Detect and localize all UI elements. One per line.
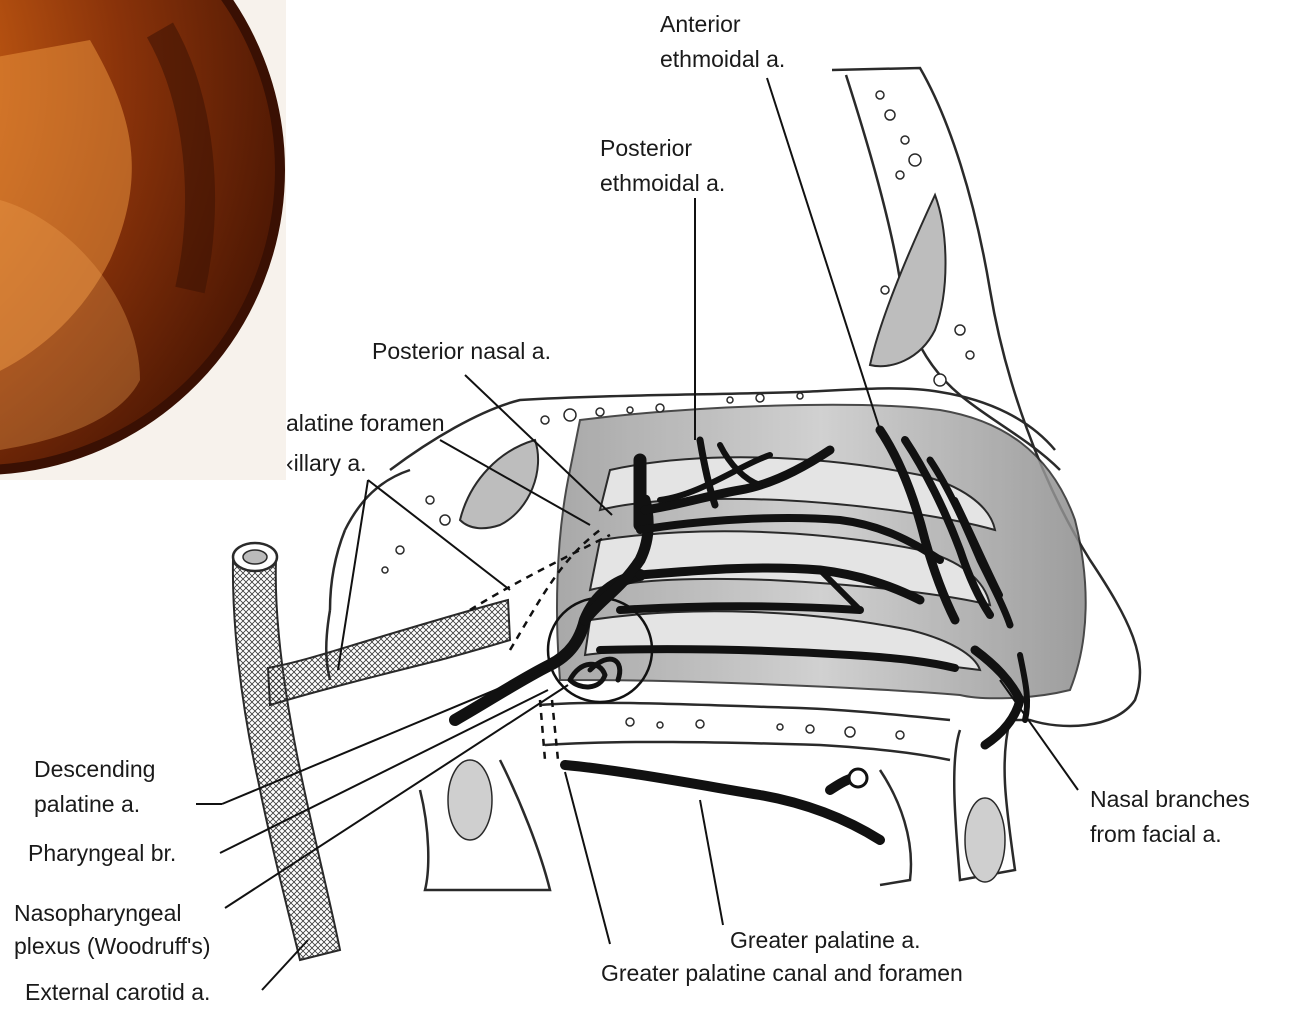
label-posterior-nasal: Posterior nasal a. [372,334,551,368]
label-nasopharyngeal-line1: Nasopharyngeal [14,896,182,930]
label-nasal-branches-line1: Nasal branches [1090,782,1250,816]
label-descending-palatine-line1: Descending [34,752,155,786]
label-greater-palatine: Greater palatine a. [730,923,921,957]
label-greater-palatine-canal: Greater palatine canal and foramen [601,956,963,990]
label-palatine-foramen: alatine foramen [286,406,445,440]
label-anterior-ethmoidal-line2: ethmoidal a. [660,42,785,76]
label-nasal-branches-line2: from facial a. [1090,817,1222,851]
label-maxillary: ‹illary a. [286,446,367,480]
label-descending-palatine-line2: palatine a. [34,787,140,821]
label-pharyngeal-br: Pharyngeal br. [28,836,176,870]
label-posterior-ethmoidal-line2: ethmoidal a. [600,166,725,200]
label-anterior-ethmoidal-line1: Anterior [660,7,741,41]
label-external-carotid: External carotid a. [25,975,210,1009]
label-posterior-ethmoidal-line1: Posterior [600,131,692,165]
label-nasopharyngeal-line2: plexus (Woodruff's) [14,929,211,963]
